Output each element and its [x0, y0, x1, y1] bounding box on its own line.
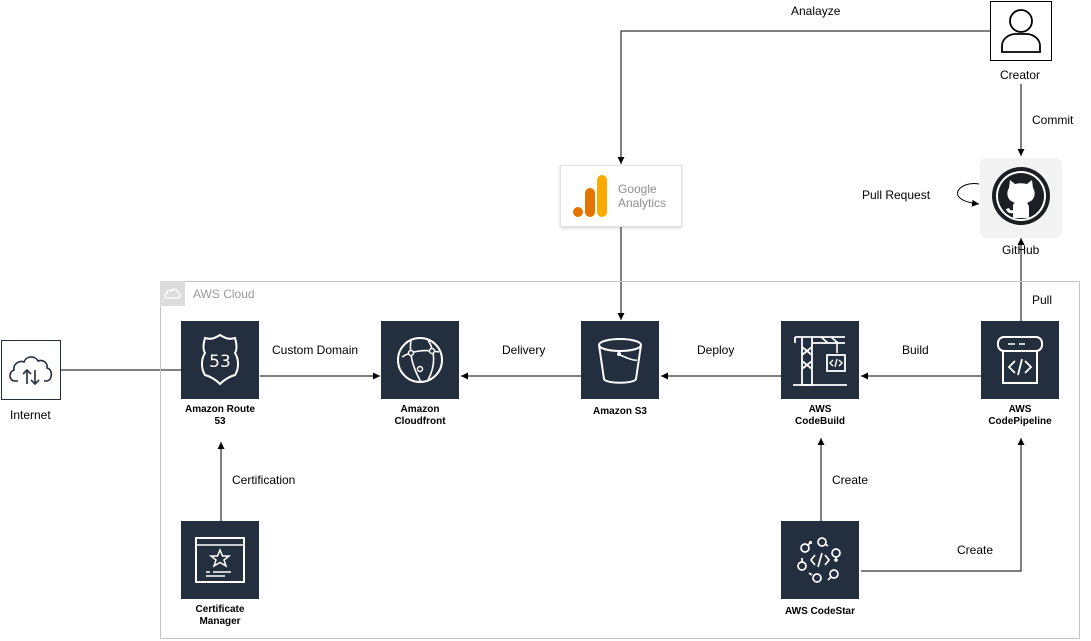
edge-label-deploy: Deploy	[697, 343, 735, 357]
codebuild-tile	[781, 321, 859, 399]
edge-create-codepipeline	[861, 438, 1025, 572]
route53-label-line1: Amazon Route	[185, 404, 255, 415]
edge-label-create-codepipeline: Create	[957, 543, 994, 557]
certificate-manager-tile	[181, 521, 259, 599]
codebuild-crane-icon	[793, 336, 847, 386]
aws-cloud-group	[160, 281, 1080, 639]
codestar-tile	[781, 521, 859, 599]
edge-label-commit: Commit	[1032, 113, 1074, 127]
user-icon	[990, 1, 1052, 61]
google-analytics-logo	[573, 175, 607, 217]
cloudfront-label-line2: Cloudfront	[394, 416, 446, 427]
edge-label-create-codebuild: Create	[832, 473, 869, 487]
cloudfront-globe-icon	[397, 337, 443, 383]
codepipeline-tile	[981, 321, 1059, 399]
route53-shield-icon: 53	[201, 333, 239, 386]
github-octocat-icon	[980, 158, 1062, 238]
creator-label: Creator	[1000, 68, 1041, 82]
edge-analyze	[617, 30, 990, 164]
google-analytics-line2: Analytics	[618, 196, 667, 210]
codebuild-label-line1: AWS	[808, 404, 832, 415]
codepipeline-label-line2: CodePipeline	[988, 416, 1052, 427]
s3-tile	[581, 321, 659, 399]
edge-label-delivery: Delivery	[502, 343, 546, 357]
codepipeline-icon	[997, 336, 1043, 384]
edge-label-pull: Pull	[1032, 293, 1053, 307]
edge-label-build: Build	[902, 343, 929, 357]
google-analytics-card: Google Analytics	[560, 165, 682, 227]
edge-label-custom-domain: Custom Domain	[272, 343, 359, 357]
codepipeline-label-line1: AWS	[1008, 404, 1032, 415]
route53-tile: 53	[181, 321, 259, 399]
aws-cloud-title: AWS Cloud	[193, 287, 255, 301]
codestar-label: AWS CodeStar	[784, 606, 855, 617]
edge-label-analyze: Analayze	[791, 4, 841, 18]
edge-label-certification: Certification	[232, 473, 296, 487]
svg-text:53: 53	[209, 352, 231, 372]
edge-pull-request	[957, 182, 980, 207]
route53-label-line2: 53	[214, 416, 226, 427]
cloudfront-label-line1: Amazon	[400, 404, 440, 415]
certificate-icon	[195, 537, 245, 583]
internet-label: Internet	[10, 408, 51, 422]
aws-cloud-icon	[160, 281, 185, 306]
cloudfront-tile	[381, 321, 459, 399]
github-label: GitHub	[1002, 243, 1040, 257]
codebuild-label-line2: CodeBuild	[795, 416, 845, 427]
s3-bucket-icon	[598, 338, 642, 384]
certificate-manager-label-line1: Certificate	[195, 604, 245, 615]
edge-label-pull-request: Pull Request	[862, 188, 931, 202]
certificate-manager-label-line2: Manager	[199, 616, 241, 627]
internet-cloud-icon	[1, 340, 61, 400]
google-analytics-line1: Google	[618, 182, 657, 196]
codestar-icon	[797, 537, 841, 583]
s3-label: Amazon S3	[593, 406, 647, 417]
